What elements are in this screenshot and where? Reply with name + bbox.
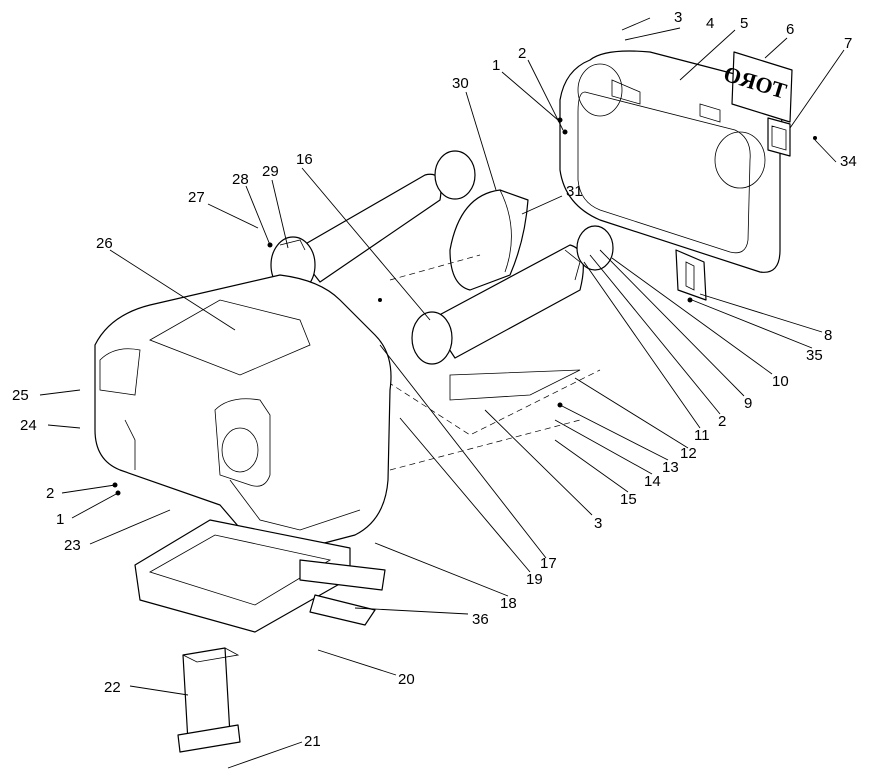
callout-1b: 1 (56, 511, 64, 528)
callout-10: 10 (772, 373, 789, 390)
callout-31: 31 (566, 183, 583, 200)
callout-8: 8 (824, 327, 832, 344)
callout-30: 30 (452, 75, 469, 92)
callout-16: 16 (296, 151, 313, 168)
base-frame (134, 519, 386, 633)
rear-panel (559, 50, 783, 273)
callout-18: 18 (500, 595, 517, 612)
callout-24: 24 (20, 417, 37, 434)
callout-29: 29 (262, 163, 279, 180)
lower-muffler (411, 225, 614, 365)
callout-9: 9 (744, 395, 752, 412)
callout-35: 35 (806, 347, 823, 364)
callout-14: 14 (644, 473, 661, 490)
frame-outline (244, 254, 601, 471)
callout-17: 17 (540, 555, 557, 572)
callout-5: 5 (740, 15, 748, 32)
callout-23: 23 (64, 537, 81, 554)
callout-12: 12 (680, 445, 697, 462)
callout-3b: 3 (594, 515, 602, 532)
upper-muffler (270, 150, 476, 294)
curved-shield (449, 189, 529, 291)
callout-2: 2 (518, 45, 526, 62)
callout-13: 13 (662, 459, 679, 476)
logo-decal: TORO (721, 51, 793, 123)
callout-4: 4 (706, 15, 714, 32)
callout-34: 34 (840, 153, 857, 170)
callout-19: 19 (526, 571, 543, 588)
callout-22: 22 (104, 679, 121, 696)
callout-28: 28 (232, 171, 249, 188)
callout-26: 26 (96, 235, 113, 252)
callout-36: 36 (472, 611, 489, 628)
callout-20: 20 (398, 671, 415, 688)
leg-bracket (177, 647, 241, 753)
main-hood (94, 274, 392, 554)
callout-3: 3 (674, 9, 682, 26)
callout-6: 6 (786, 21, 794, 38)
callout-25: 25 (12, 387, 29, 404)
callout-7: 7 (844, 35, 852, 52)
callout-2c: 2 (46, 485, 54, 502)
latch-bracket (767, 117, 791, 157)
callout-1: 1 (492, 57, 500, 74)
callout-numbers: 1 2 3 4 5 6 7 30 34 16 29 28 27 31 26 8 … (12, 9, 857, 750)
callout-21: 21 (304, 733, 321, 750)
mount-plate (675, 249, 707, 301)
callout-27: 27 (188, 189, 205, 206)
callout-11: 11 (694, 427, 710, 444)
callout-2b: 2 (718, 413, 726, 430)
callout-15: 15 (620, 491, 637, 508)
leader-lines (39, 17, 845, 769)
